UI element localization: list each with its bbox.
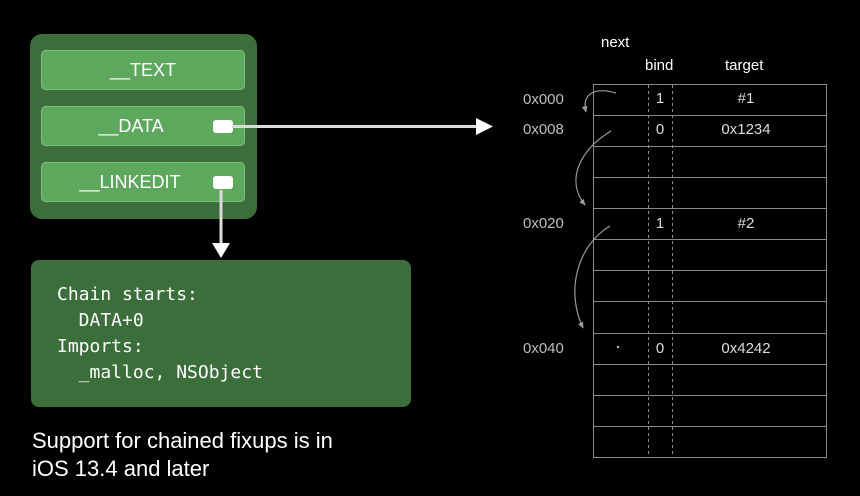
data-to-table-arrow [232, 118, 493, 135]
address-label: 0x040 [523, 340, 564, 357]
table-row-lines [593, 115, 827, 427]
linkedit-to-info-arrow [212, 190, 230, 258]
target-value: #1 [737, 90, 755, 107]
target-value: 0x1234 [721, 121, 771, 138]
segments-panel: __TEXT __DATA __LINKEDIT [30, 34, 257, 219]
data-port [213, 120, 233, 133]
chain-end-dot [616, 345, 620, 349]
info-line: _malloc, NSObject [57, 362, 263, 383]
caption-line: Support for chained fixups is in [32, 428, 333, 453]
address-label: 0x008 [523, 121, 564, 138]
column-separators [648, 85, 673, 457]
text-segment: __TEXT [41, 50, 245, 90]
bind-value: 0 [655, 340, 665, 357]
header-next: next [601, 34, 630, 51]
target-value: #2 [737, 215, 755, 232]
header-target: target [725, 57, 764, 74]
data-segment: __DATA [41, 106, 245, 146]
data-segment-label: __DATA [98, 115, 164, 136]
address-label: 0x000 [523, 91, 564, 108]
caption: Support for chained fixups is in iOS 13.… [32, 427, 412, 483]
info-line: DATA+0 [57, 310, 144, 331]
address-label: 0x020 [523, 215, 564, 232]
bind-value: 1 [655, 90, 665, 107]
caption-line: iOS 13.4 and later [32, 456, 210, 481]
linkedit-segment-label: __LINKEDIT [79, 171, 181, 192]
info-line: Chain starts: [57, 284, 198, 305]
bind-value: 0 [655, 121, 665, 138]
linkedit-segment: __LINKEDIT [41, 162, 245, 202]
linkedit-port [213, 176, 233, 189]
chain-info-box: Chain starts: DATA+0 Imports: _malloc, N… [31, 260, 411, 407]
target-value: 0x4242 [721, 340, 771, 357]
header-bind: bind [645, 57, 674, 74]
bind-value: 1 [655, 215, 665, 232]
chain-next-arrows [574, 90, 617, 329]
text-segment-label: __TEXT [109, 59, 177, 80]
info-line: Imports: [57, 336, 144, 357]
